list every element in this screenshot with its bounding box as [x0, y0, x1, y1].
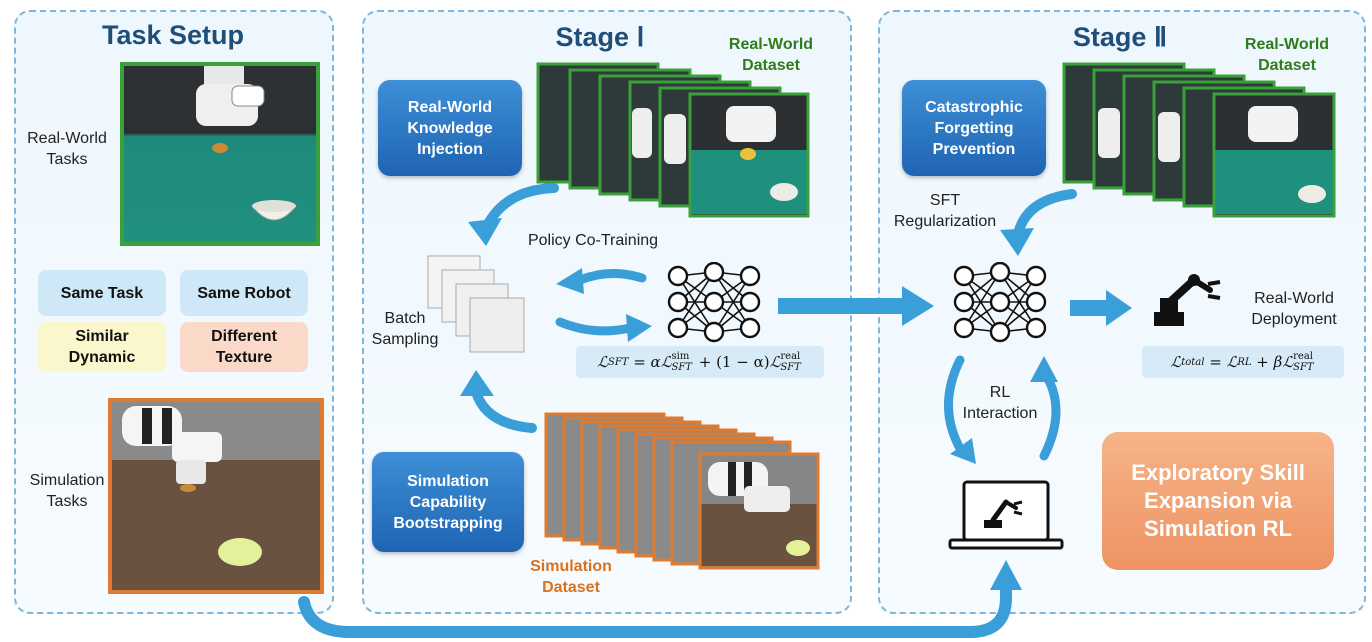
formula2-plus: + — [1251, 353, 1274, 371]
real-task-scene — [124, 66, 316, 221]
stage1-policy-network-icon — [667, 262, 761, 343]
policy-cotraining-label: Policy Co-Training — [527, 232, 659, 249]
exploratory-skill-box: Exploratory Skill Expansion via Simulati… — [1102, 432, 1334, 570]
stage1-real-dataset-stack — [536, 62, 810, 218]
sft-regularization-label: SFT Regularization — [893, 192, 997, 230]
rl-interaction-arrows — [944, 355, 1061, 464]
laptop-robot-icon — [948, 480, 1064, 550]
formula-real-sub: SFT — [780, 362, 801, 373]
similar-dynamic-pill: Similar Dynamic — [38, 322, 166, 372]
real-world-deployment-label: Real-World Deployment — [1251, 290, 1337, 328]
sim-to-rl-arrow — [298, 560, 1022, 638]
formula-lhs-sub: SFT — [607, 356, 629, 368]
simulation-task-image — [108, 398, 324, 594]
stage-transition-arrow — [778, 286, 934, 326]
sim-task-scene — [112, 402, 320, 590]
stage2-real-world-dataset-label: Real-World Dataset — [1244, 36, 1330, 74]
different-texture-pill: Different Texture — [180, 322, 308, 372]
knowledge-injection-box: Real-World Knowledge Injection — [378, 80, 522, 176]
stage2-policy-network-icon — [953, 262, 1047, 343]
injection-arrow — [468, 183, 559, 246]
formula2-lhs-sub: total — [1181, 356, 1205, 368]
simulation-tasks-label: Simulation Tasks — [29, 472, 105, 510]
formula-plus: + — [693, 353, 717, 371]
formula-one-minus: (1 − α) — [716, 353, 770, 371]
formula2-sft-sub: SFT — [1293, 362, 1314, 373]
formula2-lhs: ℒ — [1170, 353, 1182, 371]
formula-l-sim: ℒ — [660, 353, 672, 371]
same-robot-pill: Same Robot — [180, 270, 308, 316]
real-world-tasks-label: Real-World Tasks — [27, 130, 107, 168]
formula2-eq: = — [1204, 353, 1227, 371]
robot-arm-icon — [1154, 274, 1221, 326]
formula2-real-sup: real — [1293, 351, 1313, 362]
deployment-arrow — [1070, 290, 1132, 326]
formula-real-sup: real — [780, 351, 801, 362]
stage1-title: Stage Ⅰ — [555, 22, 645, 52]
formula-l-real: ℒ — [769, 353, 781, 371]
rl-interaction-label: RL Interaction — [962, 384, 1038, 422]
formula-lhs: ℒ — [597, 353, 608, 371]
forgetting-prevention-box: Catastrophic Forgetting Prevention — [902, 80, 1046, 176]
stage2-real-dataset-stack — [1062, 62, 1336, 218]
batch-sampling-label: Batch Sampling — [371, 310, 439, 348]
formula2-l-sft: ℒ — [1282, 353, 1294, 371]
formula-sim-sub: SFT — [671, 362, 692, 373]
formula-eq: = — [628, 353, 651, 371]
same-task-pill: Same Task — [38, 270, 166, 316]
stage1-sim-dataset-stack — [544, 412, 820, 570]
cotrain-arrows — [555, 268, 652, 342]
real-frame — [536, 62, 810, 218]
formula2-rl-sub: RL — [1237, 356, 1252, 368]
stage2-title: Stage Ⅱ — [1072, 22, 1168, 52]
sim-bootstrapping-box: Simulation Capability Bootstrapping — [372, 452, 524, 552]
stage1-real-world-dataset-label: Real-World Dataset — [728, 36, 814, 74]
task-setup-title: Task Setup — [101, 20, 245, 50]
formula2-l-rl: ℒ — [1226, 353, 1238, 371]
real-world-task-image — [120, 62, 320, 246]
regularization-arrow — [1000, 189, 1077, 256]
formula2-beta: β — [1273, 353, 1283, 371]
simulation-dataset-label: Simulation Dataset — [530, 558, 612, 596]
formula-alpha: α — [650, 353, 661, 371]
formula-sim-sup: sim — [671, 351, 690, 362]
batch-stack — [427, 255, 525, 353]
bootstrapping-arrow — [460, 370, 537, 433]
